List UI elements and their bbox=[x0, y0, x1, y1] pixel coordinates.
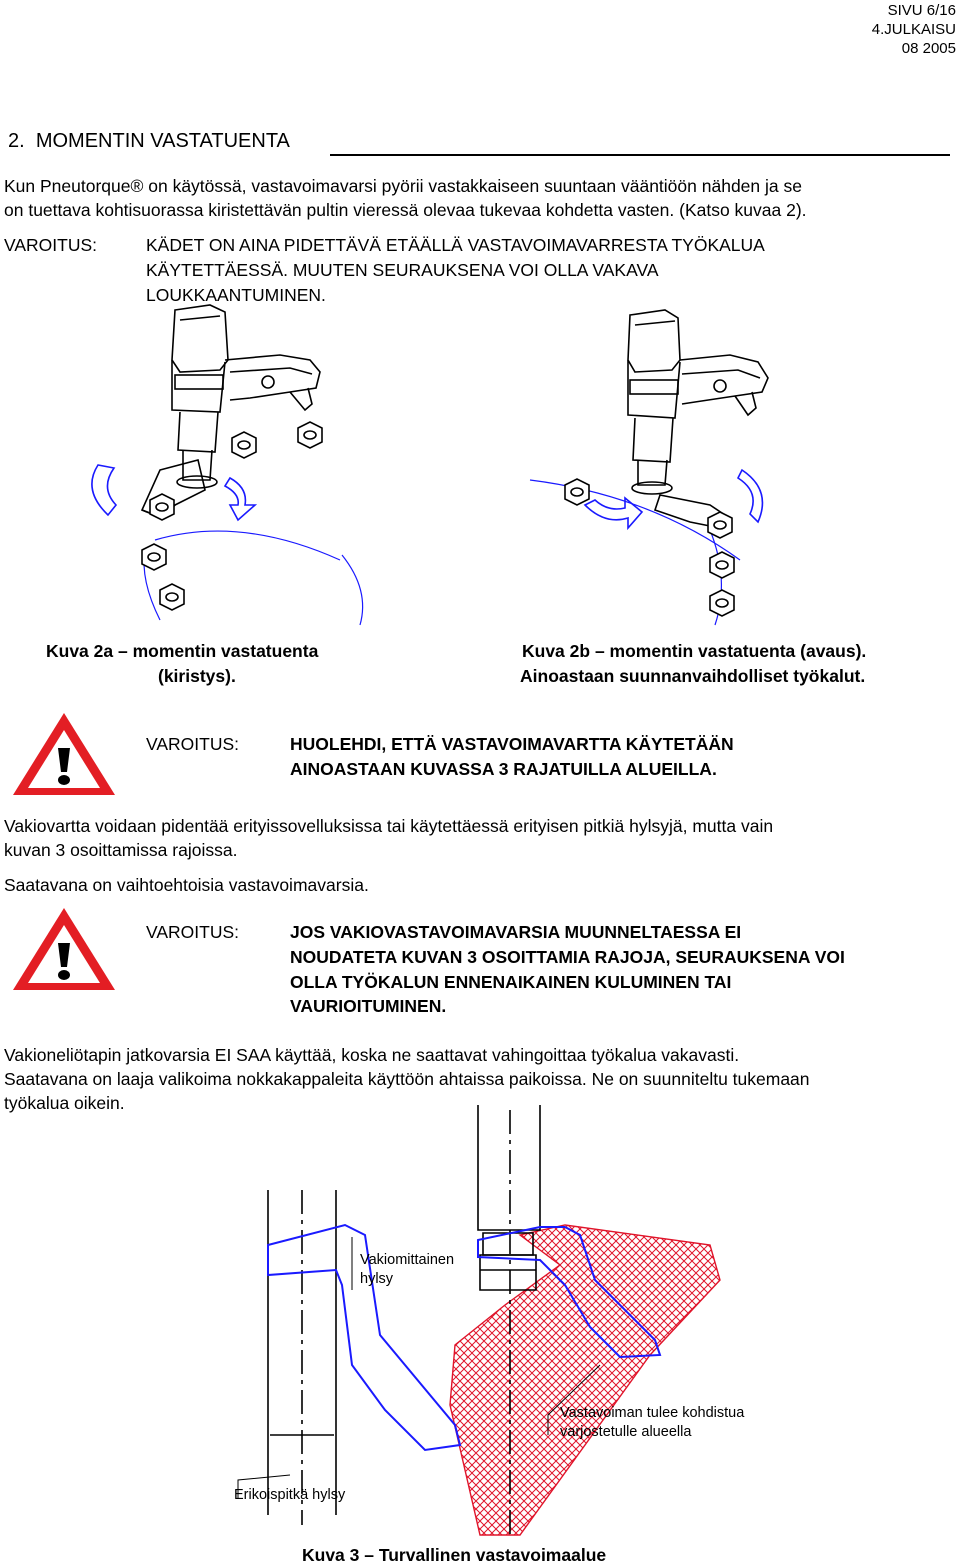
figure-2b-tool-drawing bbox=[529, 309, 769, 626]
para2-line-1: Vakiovartta voidaan pidentää erityissove… bbox=[4, 816, 774, 836]
warning1-line-1: KÄDET ON AINA PIDETTÄVÄ ETÄÄLLÄ VASTAVOI… bbox=[146, 235, 765, 255]
warning-triangle-icon bbox=[13, 713, 115, 795]
warning2-line-2: AINOASTAAN KUVASSA 3 RAJATUILLA ALUEILLA… bbox=[290, 759, 717, 779]
section-heading: 2. MOMENTIN VASTATUENTA bbox=[8, 130, 290, 153]
label-reaction-area-line-2: varjostetulle alueella bbox=[560, 1424, 692, 1440]
caption-2b-line-2: Ainoastaan suunnanvaihdolliset työkalut. bbox=[520, 666, 866, 686]
figure-3-safe-reaction-area bbox=[237, 1105, 721, 1536]
warning1-line-3: LOUKKAANTUMINEN. bbox=[146, 285, 326, 305]
warning3-line-4: VAURIOITUMINEN. bbox=[290, 996, 447, 1016]
warning-triangle-icon bbox=[13, 908, 115, 990]
edition-date: 08 2005 bbox=[901, 40, 956, 57]
warning3-line-1: JOS VAKIOVASTAVOIMAVARSIA MUUNNELTAESSA … bbox=[290, 922, 742, 942]
para2-line-2: kuvan 3 osoittamissa rajoissa. bbox=[4, 840, 238, 860]
intro-line-1: Kun Pneutorque® on käytössä, vastavoimav… bbox=[4, 176, 802, 196]
para3: Saatavana on vaihtoehtoisia vastavoimava… bbox=[4, 875, 369, 895]
warning1-label: VAROITUS: bbox=[4, 235, 98, 255]
para4-line-1: Vakioneliötapin jatkovarsia EI SAA käytt… bbox=[4, 1045, 740, 1065]
para4-line-3: työkalua oikein. bbox=[4, 1093, 125, 1113]
heading-underline bbox=[330, 154, 950, 156]
section-title: MOMENTIN VASTATUENTA bbox=[35, 130, 290, 152]
label-reaction-area-line-1: Vastavoiman tulee kohdistua bbox=[560, 1405, 745, 1421]
intro-line-2: on tuettava kohtisuorassa kiristettävän … bbox=[4, 200, 807, 220]
label-standard-socket-line-1: Vakiomittainen bbox=[360, 1252, 455, 1268]
figure-2a-tool-drawing bbox=[91, 304, 364, 626]
para4-line-2: Saatavana on laaja valikoima nokkakappal… bbox=[4, 1069, 810, 1089]
warning3-line-3: OLLA TYÖKALUN ENNENAIKAINEN KULUMINEN TA… bbox=[290, 972, 732, 992]
caption-figure-3: Kuva 3 – Turvallinen vastavoimaalue bbox=[302, 1545, 607, 1565]
warning2-line-1: HUOLEHDI, ETTÄ VASTAVOIMAVARTTA KÄYTETÄÄ… bbox=[290, 734, 734, 754]
caption-2b-line-1: Kuva 2b – momentin vastatuenta (avaus). bbox=[522, 641, 867, 661]
section-number: 2. bbox=[8, 130, 25, 152]
caption-2a-line-1: Kuva 2a – momentin vastatuenta bbox=[46, 641, 319, 661]
warning2-label: VAROITUS: bbox=[146, 734, 240, 754]
page-number: SIVU 6/16 bbox=[887, 2, 956, 19]
label-standard-socket-line-2: hylsy bbox=[360, 1271, 394, 1287]
label-extra-long-socket: Erikoispitkä hylsy bbox=[234, 1487, 346, 1503]
caption-2a-line-2: (kiristys). bbox=[158, 666, 236, 686]
warning1-line-2: KÄYTETTÄESSÄ. MUUTEN SEURAUKSENA VOI OLL… bbox=[146, 260, 659, 280]
warning3-line-2: NOUDATETA KUVAN 3 OSOITTAMIA RAJOJA, SEU… bbox=[290, 947, 845, 967]
warning3-label: VAROITUS: bbox=[146, 922, 240, 942]
edition: 4.JULKAISU bbox=[871, 21, 956, 38]
